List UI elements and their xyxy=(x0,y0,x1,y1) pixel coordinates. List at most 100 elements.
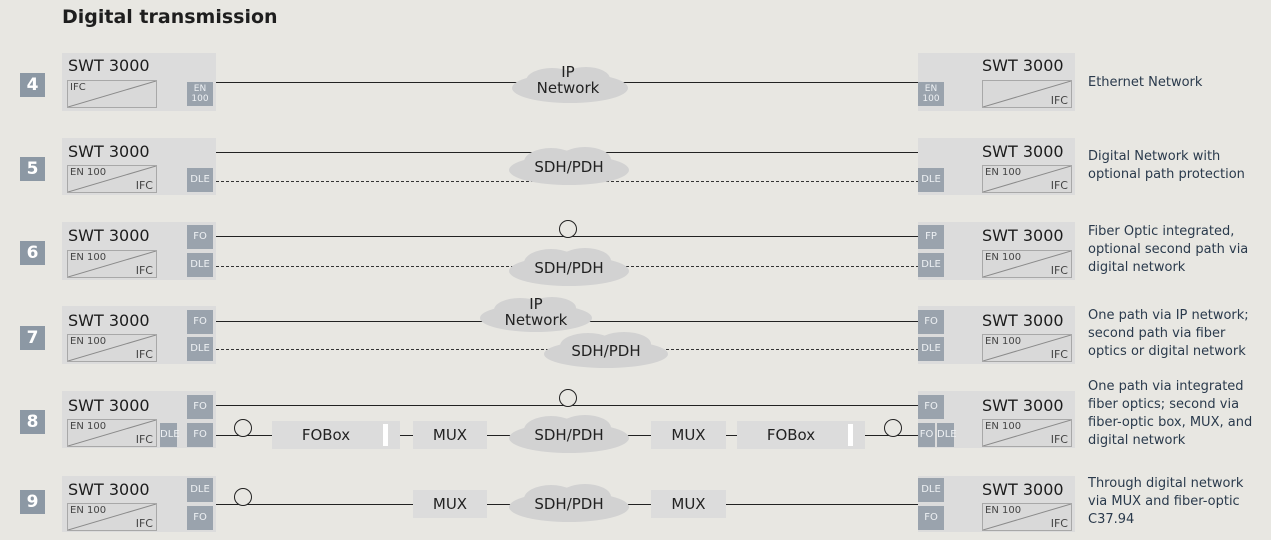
interface-card: EN 100 IFC xyxy=(982,334,1072,362)
device-label: SWT 3000 xyxy=(68,396,150,415)
mux-device: MUX xyxy=(651,421,726,449)
interface-bottom-label: IFC xyxy=(1050,94,1068,107)
cloud-label: SDH/PDH xyxy=(571,342,641,360)
interface-card: EN 100 IFC xyxy=(982,503,1072,531)
device-label: SWT 3000 xyxy=(982,226,1064,245)
row-number-6: 6 xyxy=(20,241,45,265)
cloud-label: SDH/PDH xyxy=(534,495,604,513)
device-label: SWT 3000 xyxy=(68,56,150,75)
port-dle: DLE xyxy=(160,423,180,447)
interface-top-label: EN 100 xyxy=(70,505,107,516)
network-cloud xyxy=(509,415,629,453)
interface-top-label: EN 100 xyxy=(985,421,1022,432)
fiber-optic-circle-icon xyxy=(559,389,577,407)
interface-bottom-label: IFC xyxy=(135,517,153,530)
interface-top-label: EN 100 xyxy=(70,421,107,432)
port-fo: FO xyxy=(187,395,213,419)
device-label: SWT 3000 xyxy=(68,480,150,499)
cloud-label: SDH/PDH xyxy=(534,158,604,176)
row-description: Through digital network via MUX and fibe… xyxy=(1088,476,1244,527)
interface-card: EN 100 IFC xyxy=(982,250,1072,278)
network-cloud xyxy=(480,297,592,332)
interface-bottom-label: IFC xyxy=(135,348,153,361)
interface-bottom-label: IFC xyxy=(135,179,153,192)
device-label: SWT 3000 xyxy=(982,56,1064,75)
port-dle: DLE xyxy=(937,423,957,447)
interface-top-label: EN 100 xyxy=(985,336,1022,347)
interface-bottom-label: IFC xyxy=(135,264,153,277)
fobox-device: FOBox xyxy=(737,421,865,449)
row-description: Fiber Optic integrated, optional second … xyxy=(1088,224,1249,275)
page-title: Digital transmission xyxy=(62,6,278,28)
interface-top-label: EN 100 xyxy=(985,505,1022,516)
mux-device: MUX xyxy=(413,490,487,518)
interface-bottom-label: IFC xyxy=(135,433,153,446)
interface-bottom-label: IFC xyxy=(1050,179,1068,192)
device-label: SWT 3000 xyxy=(68,311,150,330)
interface-card: EN 100 IFC xyxy=(67,419,157,447)
device-label: SWT 3000 xyxy=(982,142,1064,161)
port-dle: DLE xyxy=(918,337,944,361)
port-fo: FO xyxy=(918,506,944,530)
port-fo: FO xyxy=(918,395,944,419)
port-fo: FO xyxy=(187,506,213,530)
interface-card: IFC xyxy=(982,80,1072,108)
network-cloud xyxy=(509,248,629,286)
fobox-device: FOBox xyxy=(272,421,400,449)
device-label: SWT 3000 xyxy=(982,311,1064,330)
device-label: SWT 3000 xyxy=(68,226,150,245)
network-cloud xyxy=(509,484,629,522)
interface-top-label: EN 100 xyxy=(985,252,1022,263)
cloud-label: SDH/PDH xyxy=(534,426,604,444)
port-dle: DLE xyxy=(918,168,944,192)
interface-bottom-label: IFC xyxy=(1050,348,1068,361)
interface-top-label: EN 100 xyxy=(70,252,107,263)
port-fo: FO xyxy=(187,310,213,334)
port-fp: FP xyxy=(918,225,944,249)
interface-card: EN 100 IFC xyxy=(982,419,1072,447)
device-label: SWT 3000 xyxy=(982,480,1064,499)
interface-card: EN 100 IFC xyxy=(67,503,157,531)
port-dle: DLE xyxy=(187,168,213,192)
interface-card: EN 100 IFC xyxy=(67,334,157,362)
fiber-optic-circle-icon xyxy=(234,488,252,506)
mux-device: MUX xyxy=(651,490,726,518)
connector-icon xyxy=(848,424,853,446)
row-number-4: 4 xyxy=(20,73,45,97)
interface-top-label: IFC xyxy=(70,82,86,93)
interface-bottom-label: IFC xyxy=(1050,517,1068,530)
interface-card: EN 100 IFC xyxy=(67,165,157,193)
row-description: One path via integrated fiber optics; se… xyxy=(1088,379,1253,448)
row-number-5: 5 xyxy=(20,157,45,181)
row-number-8: 8 xyxy=(20,410,45,434)
port-fo: FO xyxy=(918,423,935,447)
interface-bottom-label: IFC xyxy=(1050,264,1068,277)
network-cloud xyxy=(512,67,628,103)
port-fo: FO xyxy=(187,423,213,447)
mux-device: MUX xyxy=(413,421,487,449)
port-dle: DLE xyxy=(918,253,944,277)
fobox-label: FOBox xyxy=(766,426,816,444)
interface-bottom-label: IFC xyxy=(1050,433,1068,446)
fobox-label: FOBox xyxy=(301,426,351,444)
connector-icon xyxy=(383,424,388,446)
interface-card: EN 100 IFC xyxy=(67,250,157,278)
row-description: Ethernet Network xyxy=(1088,75,1203,90)
cloud-label: IP Network xyxy=(536,63,600,97)
interface-top-label: EN 100 xyxy=(70,167,107,178)
cloud-label: IP Network xyxy=(504,295,568,329)
port-dle: DLE xyxy=(187,478,213,502)
fiber-optic-circle-icon xyxy=(884,419,902,437)
port-fo: FO xyxy=(918,310,944,334)
row-description: Digital Network with optional path prote… xyxy=(1088,149,1245,182)
port-fo: FO xyxy=(187,225,213,249)
interface-top-label: EN 100 xyxy=(985,167,1022,178)
interface-top-label: EN 100 xyxy=(70,336,107,347)
row-number-7: 7 xyxy=(20,326,45,350)
port-dle: DLE xyxy=(918,478,944,502)
row-number-9: 9 xyxy=(20,490,45,514)
device-label: SWT 3000 xyxy=(68,142,150,161)
network-cloud xyxy=(509,147,629,185)
